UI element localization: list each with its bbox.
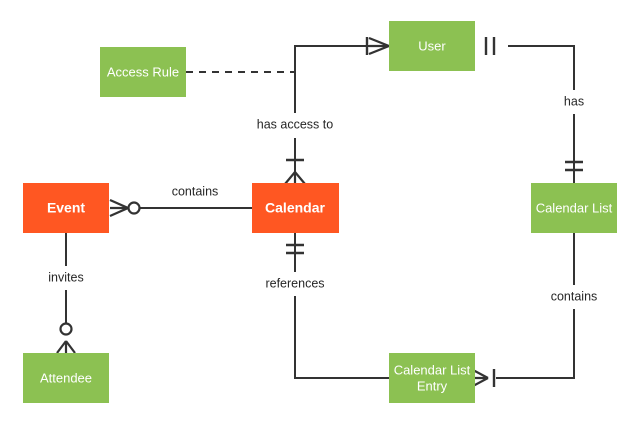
entity-calendar-box[interactable] <box>252 183 339 233</box>
entity-event-box[interactable] <box>23 183 109 233</box>
entity-event[interactable]: Event <box>23 183 109 233</box>
entity-calendar-list-entry-label-line2: Entry <box>417 378 448 393</box>
relationship-label-contains-entry: contains <box>551 289 598 303</box>
cardinality-user-right <box>484 37 496 55</box>
connector-calendar-entry <box>294 233 389 379</box>
connector-user-calendarlist-upper <box>508 45 575 90</box>
connector-calendarlist-entry <box>496 233 575 379</box>
relationship-label-contains-event: contains <box>172 184 219 198</box>
entity-calendar-list-entry[interactable]: Calendar List Entry <box>389 353 475 403</box>
cardinality-calendar-bottom <box>286 243 304 255</box>
connector-user-calendar <box>294 45 389 183</box>
relationship-label-has-access-to: has access to <box>257 117 333 131</box>
relationship-label-references: references <box>265 276 324 290</box>
entity-attendee[interactable]: Attendee <box>23 353 109 403</box>
entity-access-rule-label: Access Rule <box>107 64 179 79</box>
entity-access-rule-box[interactable] <box>100 47 186 97</box>
cardinality-calendarlist-top <box>565 160 583 172</box>
crowsfoot-icon <box>472 369 489 387</box>
relationship-label-invites: invites <box>48 270 83 284</box>
crowsfoot-icon <box>284 171 306 185</box>
entity-calendar-list-box[interactable] <box>531 183 617 233</box>
entity-user-label: User <box>418 38 446 53</box>
cardinality-user-left <box>365 36 390 56</box>
entity-calendar-list[interactable]: Calendar List <box>531 183 617 233</box>
crowsfoot-icon <box>109 198 129 218</box>
entity-calendar-list-label: Calendar List <box>536 200 613 215</box>
crowsfoot-icon <box>368 36 390 56</box>
relationship-label-has: has <box>564 94 584 108</box>
entity-access-rule[interactable]: Access Rule <box>100 47 186 97</box>
connector-user-calendarlist <box>508 45 575 183</box>
entity-calendar[interactable]: Calendar <box>252 183 339 233</box>
cardinality-entry-right <box>472 369 496 387</box>
entity-calendar-list-entry-label-line1: Calendar List <box>394 362 471 377</box>
entity-attendee-label: Attendee <box>40 370 92 385</box>
entity-calendar-label: Calendar <box>265 200 325 216</box>
cardinality-calendar-top <box>284 158 306 185</box>
connector-calendar-entry-lower <box>294 296 389 379</box>
entity-calendar-list-entry-box[interactable] <box>389 353 475 403</box>
zero-circle-icon <box>127 201 141 215</box>
entity-attendee-box[interactable] <box>23 353 109 403</box>
entity-event-label: Event <box>47 200 85 216</box>
connector-user-calendar-path <box>294 45 389 113</box>
entity-user-box[interactable] <box>389 21 475 71</box>
cardinality-attendee-top <box>56 322 76 354</box>
crowsfoot-icon <box>56 340 76 354</box>
connector-calendarlist-entry-lower <box>496 309 575 379</box>
cardinality-event-right <box>109 198 141 218</box>
zero-circle-icon <box>59 322 73 336</box>
entity-user[interactable]: User <box>389 21 475 71</box>
